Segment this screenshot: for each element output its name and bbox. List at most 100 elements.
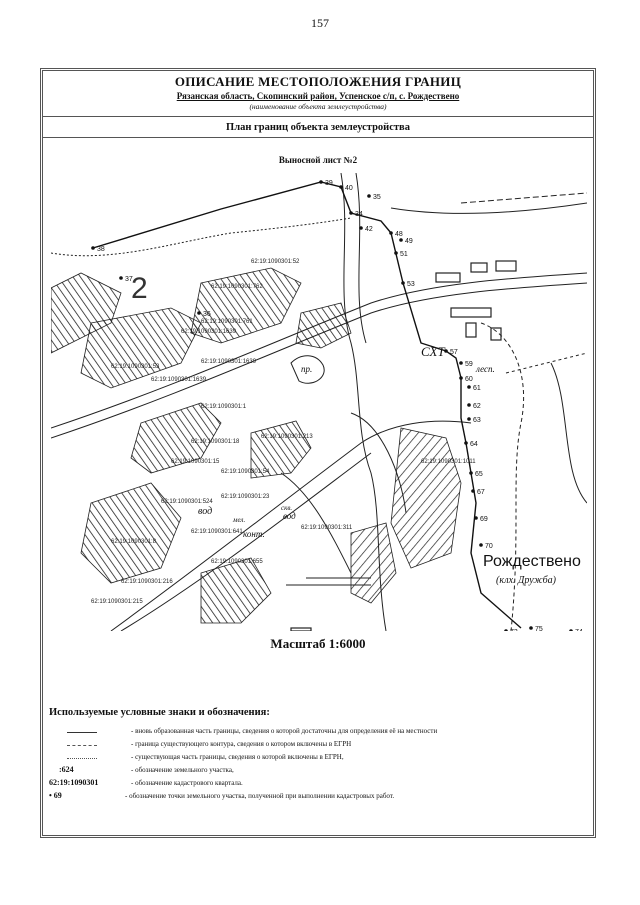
plan-title: План границ объекта землеустройства [43, 118, 593, 138]
legend-item: - вновь образованная часть границы, свед… [49, 726, 589, 739]
boundary-point-marker [394, 251, 398, 255]
boundary-point-label: 51 [400, 251, 408, 258]
cadastral-number-label: 62:19:1090301:23 [221, 494, 270, 500]
label-vod-2: вод [283, 511, 296, 521]
boundary-point-label: 62 [473, 403, 481, 410]
boundary-point-marker [359, 226, 363, 230]
map-scale: Масштаб 1:6000 [270, 636, 366, 651]
label-kont: конт. [243, 529, 265, 539]
document-frame: ОПИСАНИЕ МЕСТОПОЛОЖЕНИЯ ГРАНИЦ Рязанская… [40, 68, 596, 838]
boundary-point-marker [339, 185, 343, 189]
boundary-point-label: 60 [465, 376, 473, 383]
label-skv: скв. [281, 504, 292, 512]
boundary-point-label: 42 [365, 226, 373, 233]
label-sht: СХТ [421, 344, 445, 359]
boundary-point-label: 64 [470, 441, 478, 448]
boundary-point-label: 69 [480, 516, 488, 523]
cadastral-number-label: 62:19:1090301:311 [301, 525, 353, 531]
cadastral-number-label: 62:19:1090301:52 [251, 259, 300, 265]
cadastral-number-label: 62:19:1090301:1 [201, 404, 247, 410]
cadastral-number-label: 62:19:1090301:53 [111, 364, 160, 370]
existing-boundary-line-symbol [67, 758, 97, 759]
legend-item: - граница существующего контура, сведени… [49, 739, 589, 752]
boundary-point-label: 48 [395, 231, 403, 238]
boundary-point-marker [119, 276, 123, 280]
map-sheet-number: 2 [131, 272, 148, 305]
boundary-point-label: 63 [473, 417, 481, 424]
cadastral-labels: 62:19:1090301:762 62:19:1090301:761 62:19:… [91, 259, 476, 605]
boundary-point-marker [319, 180, 323, 184]
boundary-point-marker [349, 211, 353, 215]
boundary-point-label: 75 [535, 626, 543, 631]
boundary-point-label: 49 [405, 238, 413, 245]
boundary-point-label: 70 [485, 543, 493, 550]
legend-title: Используемые условные знаки и обозначени… [49, 707, 270, 718]
location-caption: (наименование объекта землеустройства) [249, 102, 387, 111]
legend: - вновь образованная часть границы, свед… [49, 726, 589, 804]
boundary-point-marker [399, 238, 403, 242]
cadastral-number-label: 62:19:1090301:761 [201, 319, 253, 325]
cadastral-number-label: 62:19:1090301:1639 [181, 329, 237, 335]
cadastral-number-label: 62:19:1090301:655 [211, 559, 263, 565]
document-title: ОПИСАНИЕ МЕСТОПОЛОЖЕНИЯ ГРАНИЦ [174, 74, 462, 89]
cadastral-number-label: 62:19:1090301:215 [91, 599, 143, 605]
sheet-label: Выносной лист №2 [278, 155, 358, 165]
new-boundary-line-symbol [67, 732, 97, 733]
boundary-point-marker [197, 311, 201, 315]
cadastral-number-label: 62:19:1090301:641 [191, 529, 243, 535]
boundary-point-marker [467, 403, 471, 407]
boundary-point-marker [529, 626, 533, 630]
label-pr: пр. [301, 364, 312, 374]
label-mel: мел. [232, 516, 245, 524]
cadastral-number-label: 62:19:1090301:216 [121, 579, 173, 585]
place-name: Рождествено [483, 553, 581, 570]
boundary-point-marker [467, 417, 471, 421]
page-number: 157 [311, 16, 329, 30]
boundary-points: 3435363738394042484951535759606162636465… [91, 180, 583, 631]
boundary-point-label: 40 [345, 185, 353, 192]
boundary-point-label: 61 [473, 385, 481, 392]
cadastral-number-label: 62:19:1090301:54 [221, 469, 270, 475]
cadastral-number-label: 62:19:1090301:15 [171, 459, 220, 465]
boundary-point-label: 67 [477, 489, 485, 496]
boundary-point-label: 65 [475, 471, 483, 478]
legend-item: • 69 - обозначение точки земельного учас… [49, 791, 395, 800]
boundary-point-marker [459, 361, 463, 365]
boundary-point-marker [401, 281, 405, 285]
boundary-point-marker [479, 543, 483, 547]
place-subtitle: (клх. Дружба) [496, 575, 557, 586]
location-line: Рязанская область, Скопинский район, Усп… [176, 91, 460, 101]
boundary-point-label: 57 [450, 349, 458, 356]
boundary-point-label: 35 [373, 194, 381, 201]
boundary-point-label: 59 [465, 361, 473, 368]
boundary-point-marker [459, 376, 463, 380]
cadastral-number-label: 62:19:1090301:762 [211, 284, 263, 290]
boundary-point-marker [469, 471, 473, 475]
boundary-point-label: 73 [510, 629, 518, 631]
boundary-point-marker [389, 231, 393, 235]
label-les: лесп. [475, 364, 495, 374]
cadastral-number-label: 62:19:1090301:213 [261, 434, 313, 440]
cadastral-number-label: 62:19:1090301:524 [161, 499, 213, 505]
cadastral-number-label: 62:19:1090301:8 [111, 539, 157, 545]
boundary-point-marker [467, 385, 471, 389]
legend-item: :624 - обозначение земельного участка, [59, 765, 234, 774]
boundary-point-marker [367, 194, 371, 198]
boundary-point-label: 53 [407, 281, 415, 288]
boundary-point-label: 36 [203, 311, 211, 318]
legend-item: 62:19:1090301 - обозначение кадастрового… [49, 778, 243, 787]
cadastral-number-label: 62:19:1090301:1011 [421, 459, 476, 465]
cadastral-number-label: 62:19:1090301:1639 [151, 377, 207, 383]
boundary-point-label: 38 [97, 246, 105, 253]
hatched-parcels [51, 267, 462, 624]
cadastral-number-label: 62:19:1090301:18 [191, 439, 240, 445]
boundary-point-marker [474, 516, 478, 520]
boundary-point-marker [471, 489, 475, 493]
boundary-point-label: 74 [575, 629, 583, 631]
cadastral-number-label: 62:19:1090301:1639 [201, 359, 257, 365]
boundary-point-marker [504, 629, 508, 631]
map-buildings [290, 260, 517, 631]
title-block: ОПИСАНИЕ МЕСТОПОЛОЖЕНИЯ ГРАНИЦ Рязанская… [43, 71, 593, 117]
boundary-point-marker [444, 349, 448, 353]
